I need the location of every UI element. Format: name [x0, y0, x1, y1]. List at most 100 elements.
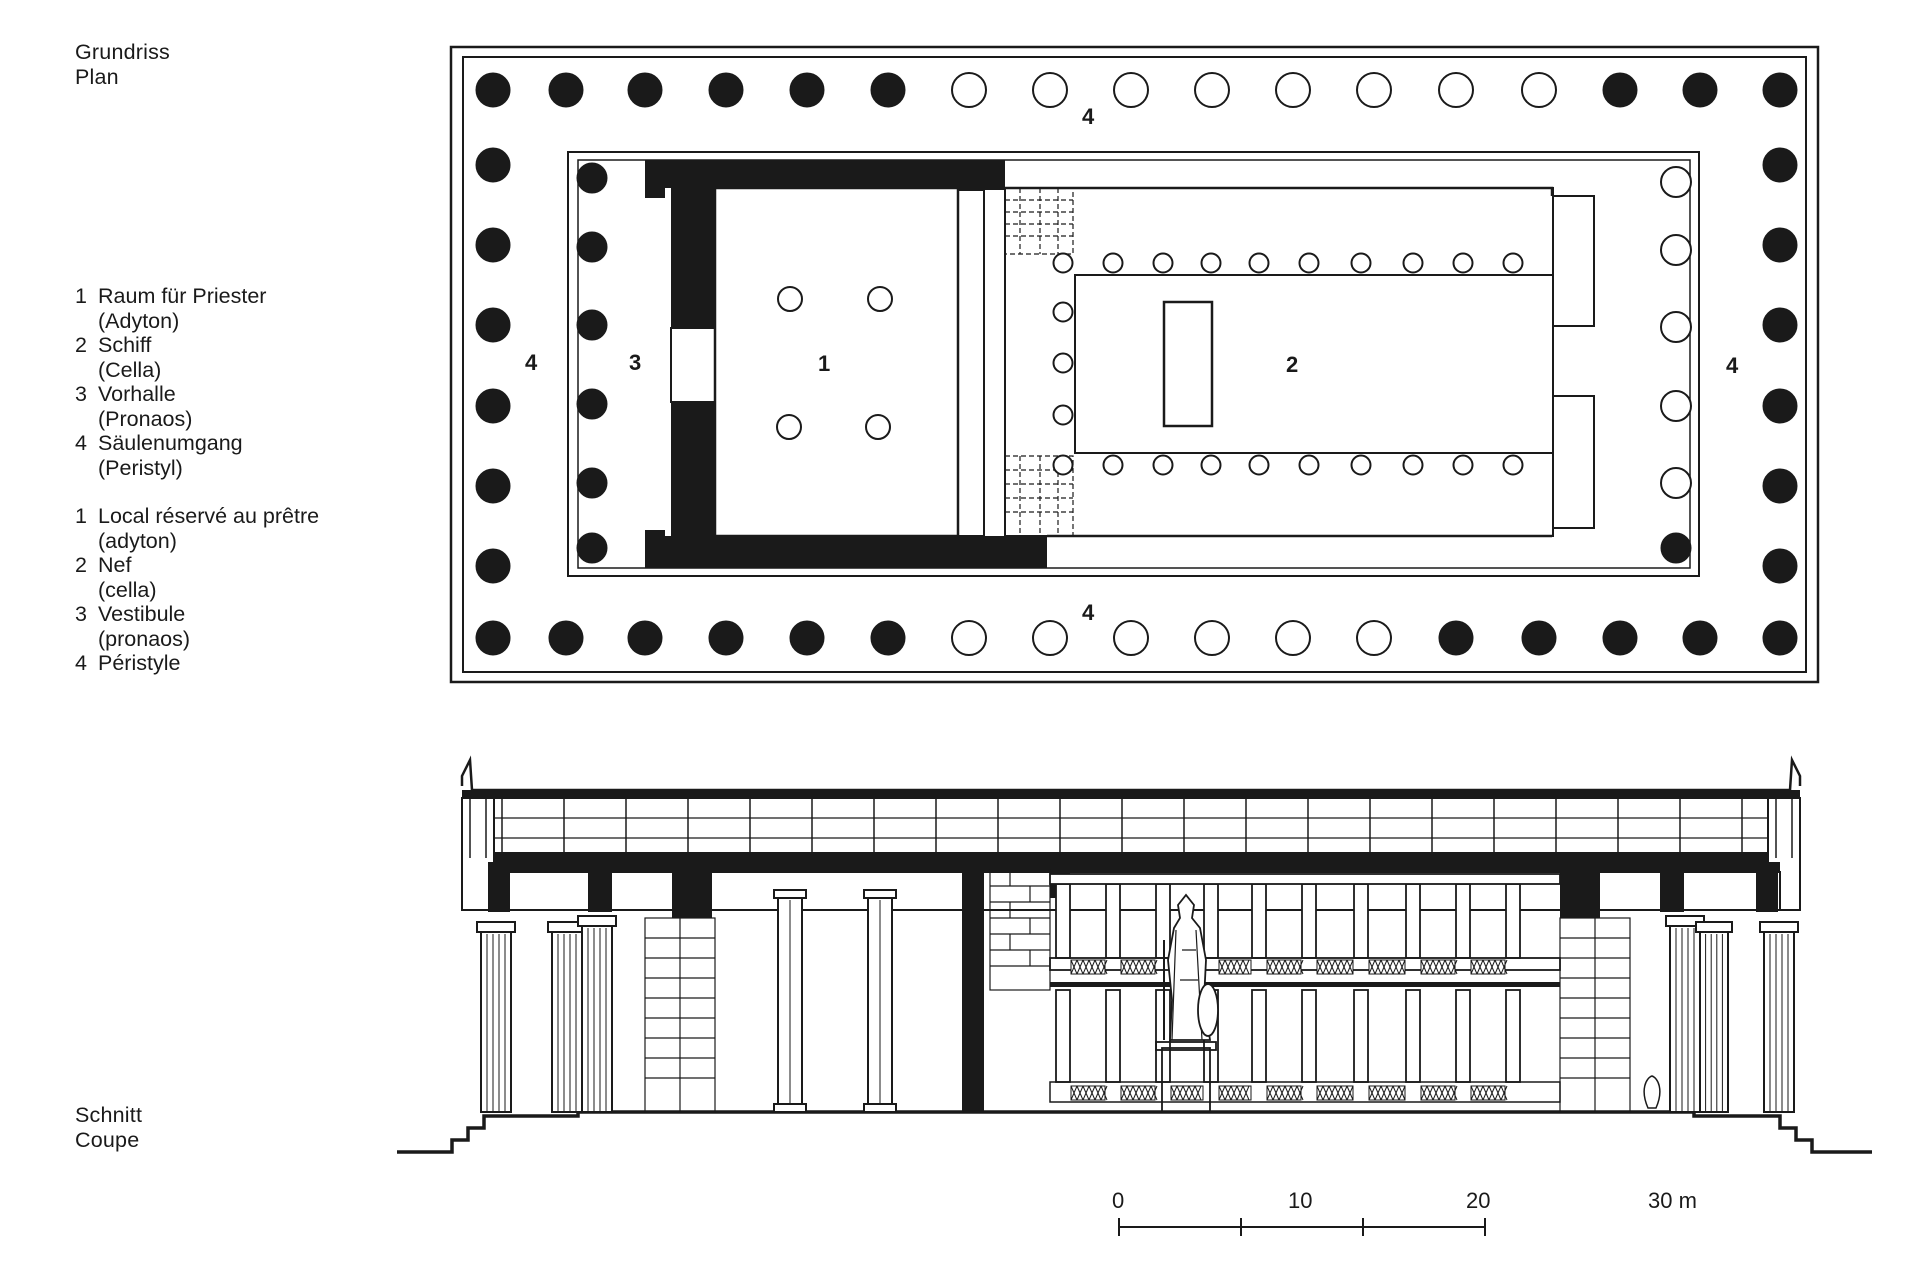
- peristyle-column: [1113, 72, 1149, 108]
- cella-column: [1452, 252, 1474, 274]
- lattice-bar: [1438, 1085, 1446, 1101]
- statue-base: [1162, 300, 1214, 428]
- peristyle-column: [475, 72, 511, 108]
- lattice-bar: [1278, 959, 1286, 975]
- stair-brick-wall: [644, 869, 1631, 1113]
- ionic-capital: [863, 889, 897, 899]
- lattice-bar: [1290, 959, 1298, 975]
- lattice-bar: [1230, 1085, 1238, 1101]
- cella-column: [1102, 252, 1124, 274]
- lattice-bar: [1450, 1085, 1458, 1101]
- lattice-bar: [1322, 959, 1330, 975]
- peristyle-column: [548, 620, 584, 656]
- lattice-bar: [1138, 959, 1146, 975]
- peristyle-column: [708, 620, 744, 656]
- label-peristyle-top: 4: [1082, 104, 1095, 129]
- peristyle-column: [1521, 620, 1557, 656]
- pronaos-column: [576, 309, 608, 341]
- pronaos-column: [576, 532, 608, 564]
- lower-column: [1505, 989, 1521, 1083]
- peristyle-column: [1762, 468, 1798, 504]
- lattice-bar: [1076, 1085, 1084, 1101]
- peristyle-column: [1762, 307, 1798, 343]
- lattice-bar: [1482, 959, 1490, 975]
- lattice-bar: [1432, 1085, 1440, 1101]
- pronaos-column: [1660, 390, 1692, 422]
- label-adyton: 1: [818, 351, 830, 376]
- lattice-bar: [1488, 1085, 1496, 1101]
- adyton-column: [865, 414, 891, 440]
- peristyle-column: [1356, 620, 1392, 656]
- lattice-bar: [1368, 1085, 1376, 1101]
- peristyle-column: [789, 72, 825, 108]
- peristyle-column: [475, 388, 511, 424]
- scale-tick-10: 10: [1288, 1188, 1312, 1213]
- scale-bar: [1118, 1218, 1486, 1236]
- peristyle-column: [1438, 620, 1474, 656]
- cross-wall: [957, 189, 985, 537]
- peristyle-column: [1602, 620, 1638, 656]
- lattice-bar: [1500, 959, 1508, 975]
- lattice-bar: [1278, 1085, 1286, 1101]
- peristyle-column: [1194, 72, 1230, 108]
- peristyle-column: [475, 620, 511, 656]
- ionic-column: [863, 889, 897, 1113]
- lattice-bar: [1374, 1085, 1382, 1101]
- upper-column: [1353, 883, 1369, 959]
- gallery-beam: [1050, 982, 1560, 987]
- lattice-bar: [1386, 1085, 1394, 1101]
- lattice-bar: [1334, 959, 1342, 975]
- adyton-walls: [645, 160, 1047, 568]
- peristyle-column: [1275, 72, 1311, 108]
- peristyle-column: [1682, 72, 1718, 108]
- pediment-lines: [469, 798, 1793, 858]
- label-peristyle-bottom: 4: [1082, 600, 1095, 625]
- peristyle-column: [1032, 72, 1068, 108]
- lattice-bar: [1340, 959, 1348, 975]
- lattice-bar: [1328, 959, 1336, 975]
- peristyle-column: [1356, 72, 1392, 108]
- shaft: [480, 931, 512, 1113]
- scale-tick-0: 0: [1112, 1188, 1124, 1213]
- peristyle-column: [870, 620, 906, 656]
- upper-column: [1405, 883, 1421, 959]
- peristyle-column: [1762, 147, 1798, 183]
- lattice-bar: [1392, 959, 1400, 975]
- cella-column: [1298, 454, 1320, 476]
- lattice-bar: [1334, 1085, 1342, 1101]
- peristyle-column: [475, 548, 511, 584]
- peristyle-column: [1762, 548, 1798, 584]
- plan-title: Grundriss Plan: [75, 40, 170, 89]
- upper-column: [1105, 883, 1121, 959]
- lattice-bar: [1392, 1085, 1400, 1101]
- lower-column: [1405, 989, 1421, 1083]
- capital: [476, 921, 516, 933]
- gallery-floor: [1049, 957, 1561, 971]
- lattice-bar: [1450, 959, 1458, 975]
- lattice-bar: [1470, 1085, 1478, 1101]
- roof-rafters: [501, 798, 1743, 852]
- lattice-bar: [1346, 959, 1354, 975]
- adyton-doorway: [670, 327, 716, 403]
- peristyle-column: [1032, 620, 1068, 656]
- upper-architrave: [1049, 873, 1561, 885]
- roof-top: [462, 790, 1800, 798]
- shaft: [1669, 925, 1701, 1113]
- peristyle-column: [1275, 620, 1311, 656]
- pronaos-column: [576, 162, 608, 194]
- doric-column: [476, 921, 516, 1113]
- cella-outer: [1004, 187, 1554, 537]
- lattice-bar: [1100, 959, 1108, 975]
- lattice-bar: [1380, 1085, 1388, 1101]
- lattice-bar: [1398, 1085, 1406, 1101]
- lattice-bar: [1444, 959, 1452, 975]
- adyton-room: [713, 186, 960, 538]
- plan-labels: 1 2 3 4 4 4 4: [525, 104, 1739, 625]
- scale-labels: 0 10 20 30 m: [1112, 1188, 1697, 1213]
- lower-column: [1353, 989, 1369, 1083]
- lattice-bar: [1132, 959, 1140, 975]
- doric-column: [1759, 921, 1799, 1113]
- lattice-bar: [1094, 959, 1102, 975]
